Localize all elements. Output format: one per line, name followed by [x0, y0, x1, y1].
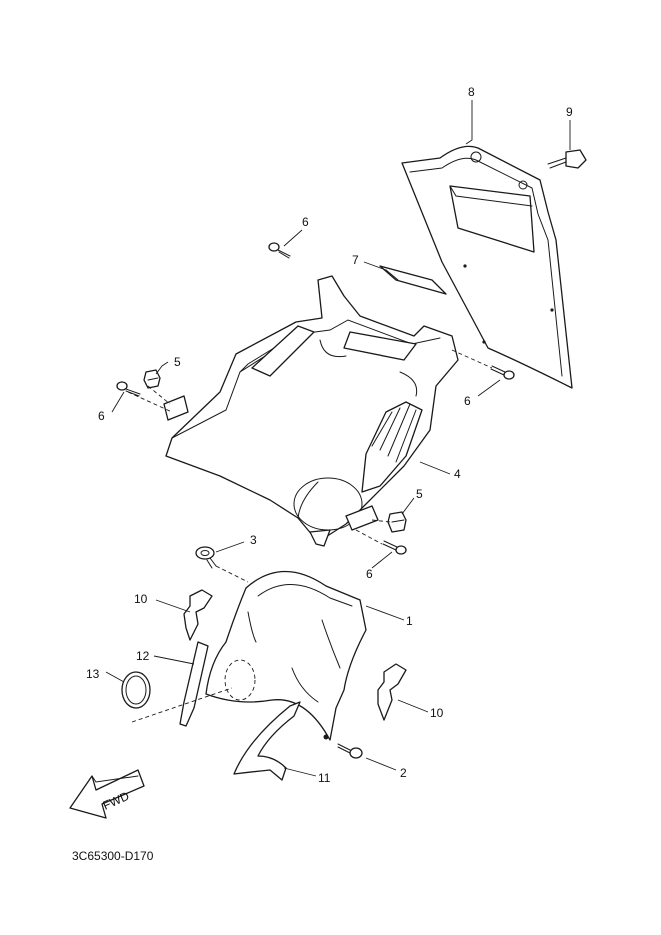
- part-11-lower-trim: [233, 701, 301, 781]
- callout-12: 12: [136, 649, 150, 663]
- callout-8: 8: [468, 85, 475, 99]
- part-8-side-panel: [401, 145, 573, 389]
- part-2-screw: [337, 743, 363, 759]
- part-6-screw-left: [116, 381, 141, 397]
- part-5-nut-right: [387, 511, 407, 533]
- callout-13: 13: [86, 667, 100, 681]
- callout-6: 6: [464, 394, 471, 408]
- part-9-bolt: [547, 149, 587, 169]
- part-7-label: [379, 265, 447, 295]
- part-6-screw-upper: [268, 242, 291, 259]
- callout-6: 6: [366, 567, 373, 581]
- part-3-fastener: [195, 546, 217, 569]
- part-6-screw-right: [490, 365, 515, 380]
- callout-10: 10: [134, 592, 148, 606]
- callout-9: 9: [566, 105, 573, 119]
- callout-6: 6: [98, 409, 105, 423]
- callout-labels: 8 9 6 7 5 6 6 4 5 3 6 10 1 12 13 10 2 11: [86, 85, 573, 785]
- part-10-damper-left: [183, 589, 213, 641]
- callout-11: 11: [318, 771, 331, 785]
- callout-1: 1: [406, 614, 413, 628]
- callout-10: 10: [430, 706, 444, 720]
- callout-4: 4: [454, 467, 461, 481]
- part-5-nut-left: [143, 369, 161, 389]
- callout-6: 6: [302, 215, 309, 229]
- diagram-code: 3C65300-D170: [72, 849, 154, 863]
- fwd-arrow: FWD: [69, 769, 145, 819]
- leader-lines: [105, 100, 571, 777]
- part-10-damper-right: [377, 663, 407, 721]
- callout-7: 7: [352, 253, 359, 267]
- callout-2: 2: [400, 766, 407, 780]
- part-1-windscreen: [205, 570, 367, 741]
- callout-5: 5: [174, 355, 181, 369]
- part-6-screw-lower: [382, 540, 407, 555]
- part-12-trim: [179, 641, 209, 727]
- callout-3: 3: [250, 533, 257, 547]
- callout-5: 5: [416, 487, 423, 501]
- part-4-inner-cover: [163, 275, 459, 547]
- part-13-ring: [121, 671, 151, 709]
